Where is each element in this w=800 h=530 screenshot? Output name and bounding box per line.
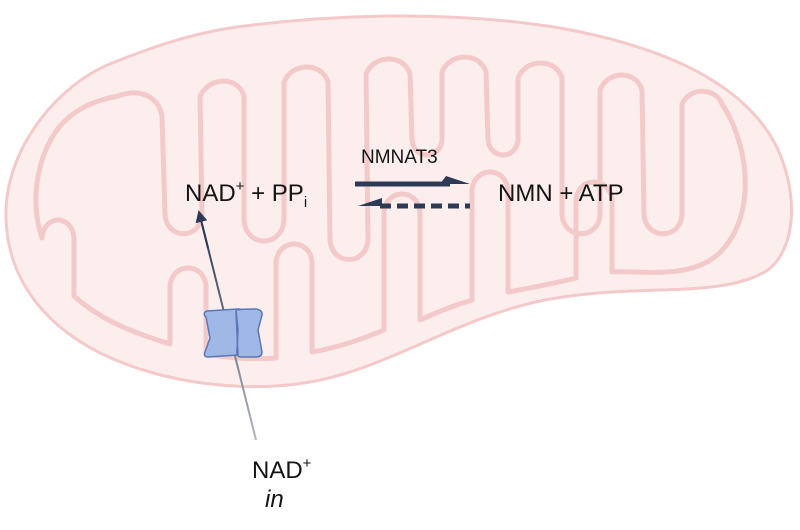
nad-import-arrow xyxy=(195,210,209,249)
mitochondrion-outer-membrane xyxy=(4,14,793,389)
reaction-substrates: NAD+ + PPi xyxy=(185,179,307,210)
substrate-nad: NAD xyxy=(185,180,236,207)
external-nad: NAD xyxy=(252,457,303,484)
substrate-joiner: + PP xyxy=(244,180,304,207)
forward-reaction-arrow xyxy=(355,176,470,187)
substrate-pp-subscript: i xyxy=(303,194,308,211)
reverse-reaction-arrow xyxy=(358,198,470,209)
external-nad-label: NAD+ xyxy=(252,456,311,484)
enzyme-label: NMNAT3 xyxy=(361,147,438,168)
external-nad-charge: + xyxy=(302,455,312,472)
external-location-label: in xyxy=(265,486,284,513)
reaction-products: NMN + ATP xyxy=(498,180,624,207)
mitochondrion-inner-membrane xyxy=(33,54,748,362)
nad-transporter-icon xyxy=(203,308,263,358)
substrate-nad-charge: + xyxy=(235,178,245,195)
